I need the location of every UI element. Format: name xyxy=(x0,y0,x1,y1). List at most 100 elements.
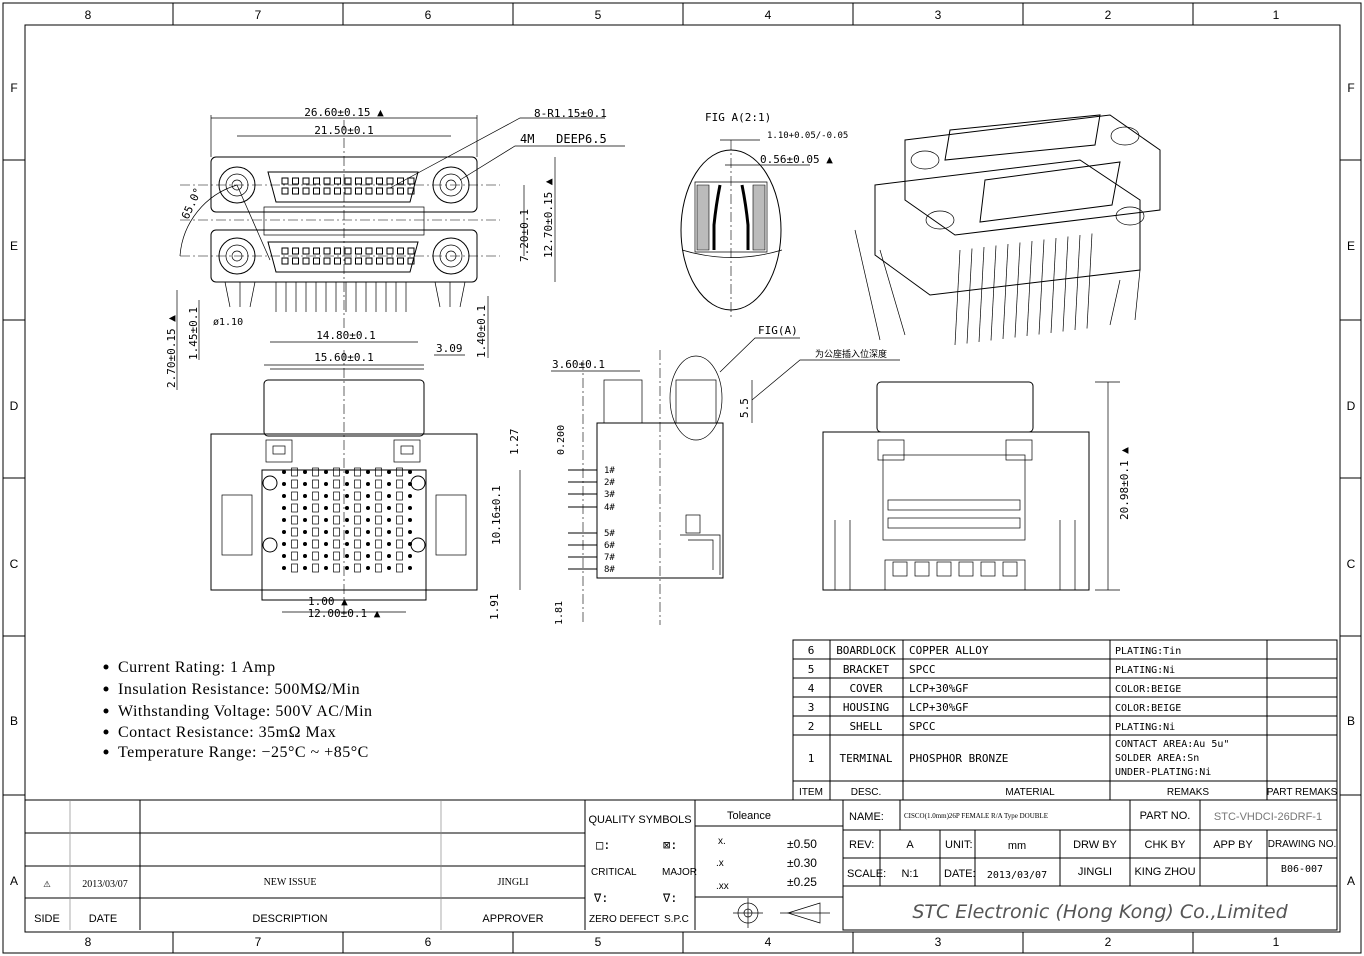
dim-pin-row-span: 12.00±0.1 ▲ xyxy=(308,607,381,620)
bom-material: PHOSPHOR BRONZE xyxy=(909,752,1008,765)
pin-hole xyxy=(303,542,307,546)
contact-cavity xyxy=(386,187,394,195)
contact-cavity xyxy=(281,187,289,195)
bom-material: SPCC xyxy=(909,720,936,733)
contact-cavity xyxy=(365,187,373,195)
pin-label: 6# xyxy=(604,541,615,551)
pin-hole xyxy=(345,530,349,534)
row-label: E xyxy=(10,239,18,253)
pin-hole xyxy=(345,554,349,558)
pin-pad xyxy=(375,503,382,513)
scale-value: N:1 xyxy=(901,868,918,880)
contact-cavity xyxy=(355,247,362,255)
drw-by-label: DRW BY xyxy=(1073,839,1117,851)
pin-pad xyxy=(354,527,361,537)
pin-pad xyxy=(396,503,403,513)
pin-pad xyxy=(396,551,403,561)
col-label: 3 xyxy=(935,8,942,22)
contact-cavity xyxy=(407,177,415,185)
contact-cavity xyxy=(313,177,320,185)
pin-pad xyxy=(375,539,382,549)
revision-side: ⚠ xyxy=(43,876,51,890)
pin-hole xyxy=(303,518,307,522)
col-label: 2 xyxy=(1105,935,1112,949)
contact-cavity xyxy=(334,257,341,265)
iso-pin xyxy=(954,249,961,346)
company-name: STC Electronic (Hong Kong) Co.,Limited xyxy=(912,901,1288,923)
part-no-label: PART NO. xyxy=(1140,810,1191,822)
bom-item: 2 xyxy=(808,720,815,733)
pin-pad xyxy=(375,563,382,573)
specification-notes: Current Rating: 1 Amp Insulation Resista… xyxy=(103,659,373,761)
pin-pad xyxy=(291,467,298,477)
pin-hole xyxy=(387,506,391,510)
pin-label: 3# xyxy=(604,490,615,500)
bom-remark: SOLDER AREA:Sn xyxy=(1115,753,1199,764)
revision-header-description: DESCRIPTION xyxy=(252,913,327,925)
app-by-label: APP BY xyxy=(1213,839,1253,851)
pin-label: 5# xyxy=(604,529,615,539)
rear-pin xyxy=(914,561,930,577)
unit-label: UNIT: xyxy=(945,839,973,851)
tolerance-format: x. xyxy=(718,836,726,847)
bom-desc: COVER xyxy=(849,682,882,695)
iso-pin xyxy=(1014,242,1021,338)
pin-pad xyxy=(333,527,340,537)
contact-cavity xyxy=(407,247,415,255)
pin-hole xyxy=(345,482,349,486)
pin-pad xyxy=(375,551,382,561)
col-label: 1 xyxy=(1273,8,1280,22)
dim-191: 1.91 xyxy=(488,594,501,621)
contact-cavity xyxy=(407,187,415,195)
rear-pin xyxy=(980,561,996,577)
pin-pad xyxy=(396,491,403,501)
pin-pad xyxy=(312,515,319,525)
revision-header-date: DATE xyxy=(89,913,118,925)
pin-hole xyxy=(345,506,349,510)
drw-by-value: JINGLI xyxy=(1078,866,1112,878)
dim-lock-width: 3.09 xyxy=(436,342,463,355)
insert-depth-note: 为公座插入位深度 xyxy=(815,348,887,360)
pin-pad xyxy=(354,467,361,477)
dim-radius: 8-R1.15±0.1 xyxy=(534,107,607,120)
pin-hole xyxy=(366,554,370,558)
pin-hole xyxy=(408,554,412,558)
bom-item: 4 xyxy=(808,682,815,695)
col-label: 2 xyxy=(1105,8,1112,22)
iso-pin xyxy=(1038,239,1045,335)
pin-hole xyxy=(408,494,412,498)
contact-cavity xyxy=(386,257,394,265)
pin-hole xyxy=(345,566,349,570)
pin-hole xyxy=(408,506,412,510)
row-label: F xyxy=(1347,81,1354,95)
pin-hole xyxy=(366,530,370,534)
dim-pin-pitch: 1.00 ▲ xyxy=(308,595,348,608)
dim-1016: 10.16±0.1 xyxy=(490,485,503,545)
pin-pad xyxy=(396,479,403,489)
pin-label: 2# xyxy=(604,478,615,488)
contact-cavity xyxy=(397,257,404,265)
pin-hole xyxy=(324,470,328,474)
pin-hole xyxy=(303,470,307,474)
iso-pin xyxy=(990,245,997,341)
iso-pin xyxy=(1002,243,1009,340)
pin-pad xyxy=(354,515,361,525)
bom-remark: PLATING:Ni xyxy=(1115,665,1175,676)
pin-hole xyxy=(303,494,307,498)
pin-hole xyxy=(303,530,307,534)
contact-cavity xyxy=(355,257,362,265)
chk-by-value: KING ZHOU xyxy=(1134,866,1195,878)
dim-side-width: 3.60±0.1 xyxy=(552,358,605,371)
quality-symbols-block: QUALITY SYMBOLS □: ⊠: CRITICAL MAJOR ∇: … xyxy=(588,800,697,930)
bracket-leg xyxy=(680,534,721,575)
dim-181: 1.81 xyxy=(554,601,565,625)
note-withstanding-voltage: Withstanding Voltage: 500V AC/Min xyxy=(118,703,373,720)
fig-a-gap: 1.10+0.05/-0.05 xyxy=(767,131,848,141)
col-label: 8 xyxy=(85,8,92,22)
bom-table xyxy=(792,639,1338,801)
drawing-no-label: DRAWING NO. xyxy=(1268,839,1337,850)
pin-pad xyxy=(375,479,382,489)
fig-a-title: FIG A(2:1) xyxy=(705,111,771,124)
pin-pad xyxy=(291,491,298,501)
bom-row: 1 TERMINAL PHOSPHOR BRONZE CONTACT AREA:… xyxy=(808,739,1230,778)
